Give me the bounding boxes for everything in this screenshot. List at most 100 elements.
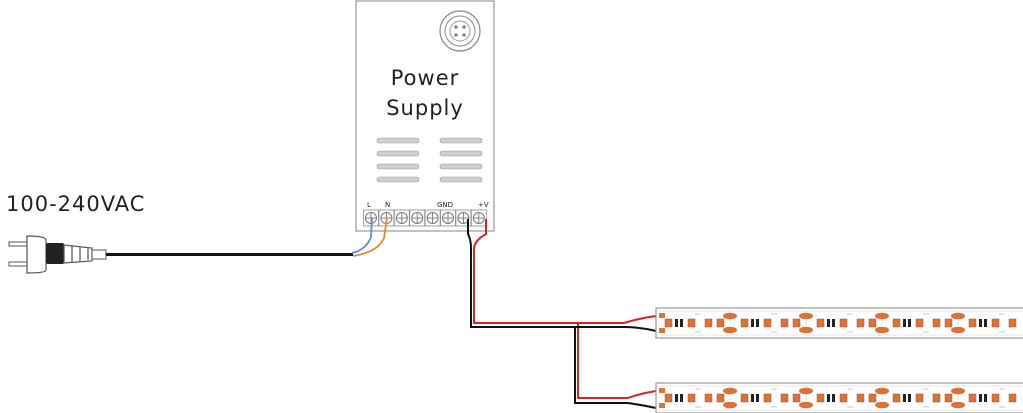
terminal-screw-icon [409, 209, 426, 227]
led-chip [816, 318, 825, 328]
cut-pad [951, 312, 965, 320]
power-supply-title-line2: Supply [386, 96, 464, 120]
resistor [675, 394, 678, 402]
neutral-wire [352, 217, 388, 257]
resistor [984, 319, 987, 327]
led-chip [868, 393, 877, 403]
led-chip [740, 318, 749, 328]
negative-wire-branch [574, 327, 628, 404]
led-chip [892, 393, 901, 403]
resistor [903, 394, 906, 402]
cut-pad [951, 401, 965, 409]
solder-pad [659, 328, 665, 333]
led-chip [839, 318, 848, 328]
led-chip [763, 318, 772, 328]
solder-pad [659, 403, 665, 408]
led-chip [716, 318, 725, 328]
led-strips [655, 307, 1023, 413]
ac-plug-icon [8, 235, 107, 274]
resistor [751, 319, 754, 327]
terminal-label-gnd: GND [437, 201, 454, 209]
led-chip [991, 318, 1000, 328]
negative-wire [467, 219, 575, 328]
led-chip [704, 393, 713, 403]
resistor [827, 394, 830, 402]
cut-pad [875, 387, 889, 395]
terminal-label-l: L [367, 201, 371, 209]
ac-cable [106, 217, 388, 257]
resistor [756, 394, 759, 402]
fan-icon [439, 10, 481, 52]
cut-pad [723, 326, 737, 334]
positive-wire [473, 219, 578, 324]
strip1-positive-lead [578, 315, 657, 324]
led-chip [780, 318, 789, 328]
cut-pad [875, 401, 889, 409]
power-supply-unit [355, 0, 495, 232]
resistor [680, 394, 683, 402]
terminal-screw-icon [424, 209, 441, 227]
led-chip [944, 318, 953, 328]
led-chip [856, 393, 865, 403]
led-chip [991, 393, 1000, 403]
terminal-screw-icon [470, 209, 487, 227]
resistor [832, 319, 835, 327]
led-chip [704, 318, 713, 328]
led-chip [968, 318, 977, 328]
cut-pad [723, 401, 737, 409]
led-chip [687, 393, 696, 403]
resistor [979, 319, 982, 327]
resistor [675, 319, 678, 327]
solder-pad [659, 388, 665, 393]
led-chip [944, 393, 953, 403]
led-strip [655, 307, 1023, 339]
led-chip [687, 318, 696, 328]
cut-pad [799, 326, 813, 334]
cut-pad [799, 312, 813, 320]
led-chip [868, 318, 877, 328]
cut-pad [875, 326, 889, 334]
led-chip [839, 393, 848, 403]
resistor [908, 394, 911, 402]
resistor [832, 394, 835, 402]
vent-slots [376, 137, 483, 183]
resistor [680, 319, 683, 327]
led-chip [915, 318, 924, 328]
cut-pad [951, 326, 965, 334]
input-voltage-label: 100-240VAC [6, 192, 146, 216]
resistor [903, 319, 906, 327]
led-strip [655, 382, 1023, 413]
led-chip [792, 393, 801, 403]
resistor [756, 319, 759, 327]
power-supply-title-line1: Power [390, 66, 460, 90]
terminal-block [363, 209, 487, 227]
led-chip [932, 318, 941, 328]
led-chip [856, 318, 865, 328]
strip1-negative-lead [575, 326, 657, 332]
led-chip [740, 393, 749, 403]
cut-pad [799, 401, 813, 409]
resistor [979, 394, 982, 402]
terminal-label-n: N [385, 201, 391, 209]
led-chip [664, 318, 673, 328]
strip2-negative-lead [627, 402, 657, 409]
led-chip [792, 318, 801, 328]
terminal-screw-icon [440, 209, 456, 227]
resistor [751, 394, 754, 402]
positive-wire-branch [577, 323, 628, 399]
led-chip [780, 393, 789, 403]
resistor [827, 319, 830, 327]
led-chip [1008, 393, 1017, 403]
led-chip [968, 393, 977, 403]
cut-pad [799, 387, 813, 395]
led-chip [816, 393, 825, 403]
cut-pad [951, 387, 965, 395]
led-chip [716, 393, 725, 403]
strip2-positive-lead [627, 390, 657, 399]
solder-pad [659, 313, 665, 318]
live-wire [351, 217, 373, 254]
terminal-label-pos: +V [478, 201, 489, 209]
resistor [984, 394, 987, 402]
led-chip [915, 393, 924, 403]
